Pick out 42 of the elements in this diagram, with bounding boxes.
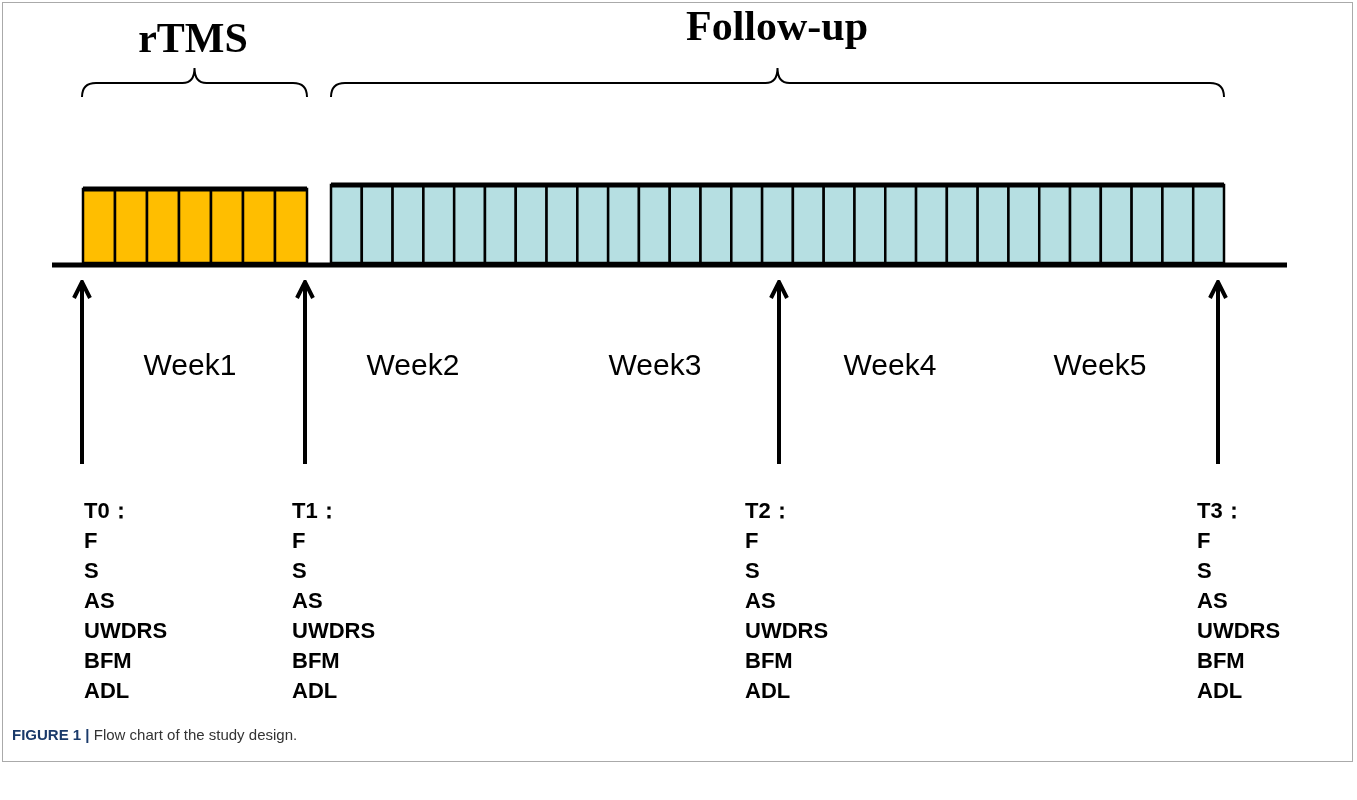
outcome-measure: UWDRS [84,617,168,645]
timepoint-label: T1： [292,497,340,525]
outcome-measure: BFM [745,647,793,675]
outcome-measure: UWDRS [292,617,376,645]
week-label: Week5 [1053,348,1147,382]
outcome-measure: ADL [1197,677,1243,705]
outcome-measure: BFM [84,647,132,675]
outcome-measure: AS [745,587,776,615]
treatment-bar [81,186,309,265]
outcome-measure: UWDRS [745,617,829,645]
week-label: Week3 [608,348,702,382]
week-label: Week4 [843,348,937,382]
outcome-measure: ADL [84,677,130,705]
outcome-measure: F [1197,527,1211,555]
outcome-measure: UWDRS [1197,617,1281,645]
week-label: Week1 [143,348,237,382]
outcome-measure: AS [292,587,323,615]
timepoint-label: T2： [745,497,793,525]
outcome-measure: S [1197,557,1212,585]
outcome-measure: F [84,527,98,555]
arrow [72,280,92,464]
outcome-measure: F [292,527,306,555]
outcome-measure: AS [84,587,115,615]
outcome-measure: S [292,557,307,585]
follow-up-bar [329,182,1226,265]
arrow [295,280,315,464]
outcome-measure: S [84,557,99,585]
outcome-measure: F [745,527,759,555]
outcome-measure: BFM [1197,647,1245,675]
outcome-measure: AS [1197,587,1228,615]
phase-title: rTMS [138,14,248,62]
timepoint-label: T3： [1197,497,1245,525]
figure-caption: FIGURE 1 | Flow chart of the study design. [12,726,298,743]
phase-title: Follow-up [686,2,868,50]
outcome-measure: ADL [292,677,338,705]
outcome-measure: S [745,557,760,585]
outcome-measure: ADL [745,677,791,705]
outcome-measure: BFM [292,647,340,675]
arrow [1208,280,1228,464]
week-label: Week2 [366,348,460,382]
arrow [769,280,789,464]
timepoint-label: T0： [84,497,132,525]
